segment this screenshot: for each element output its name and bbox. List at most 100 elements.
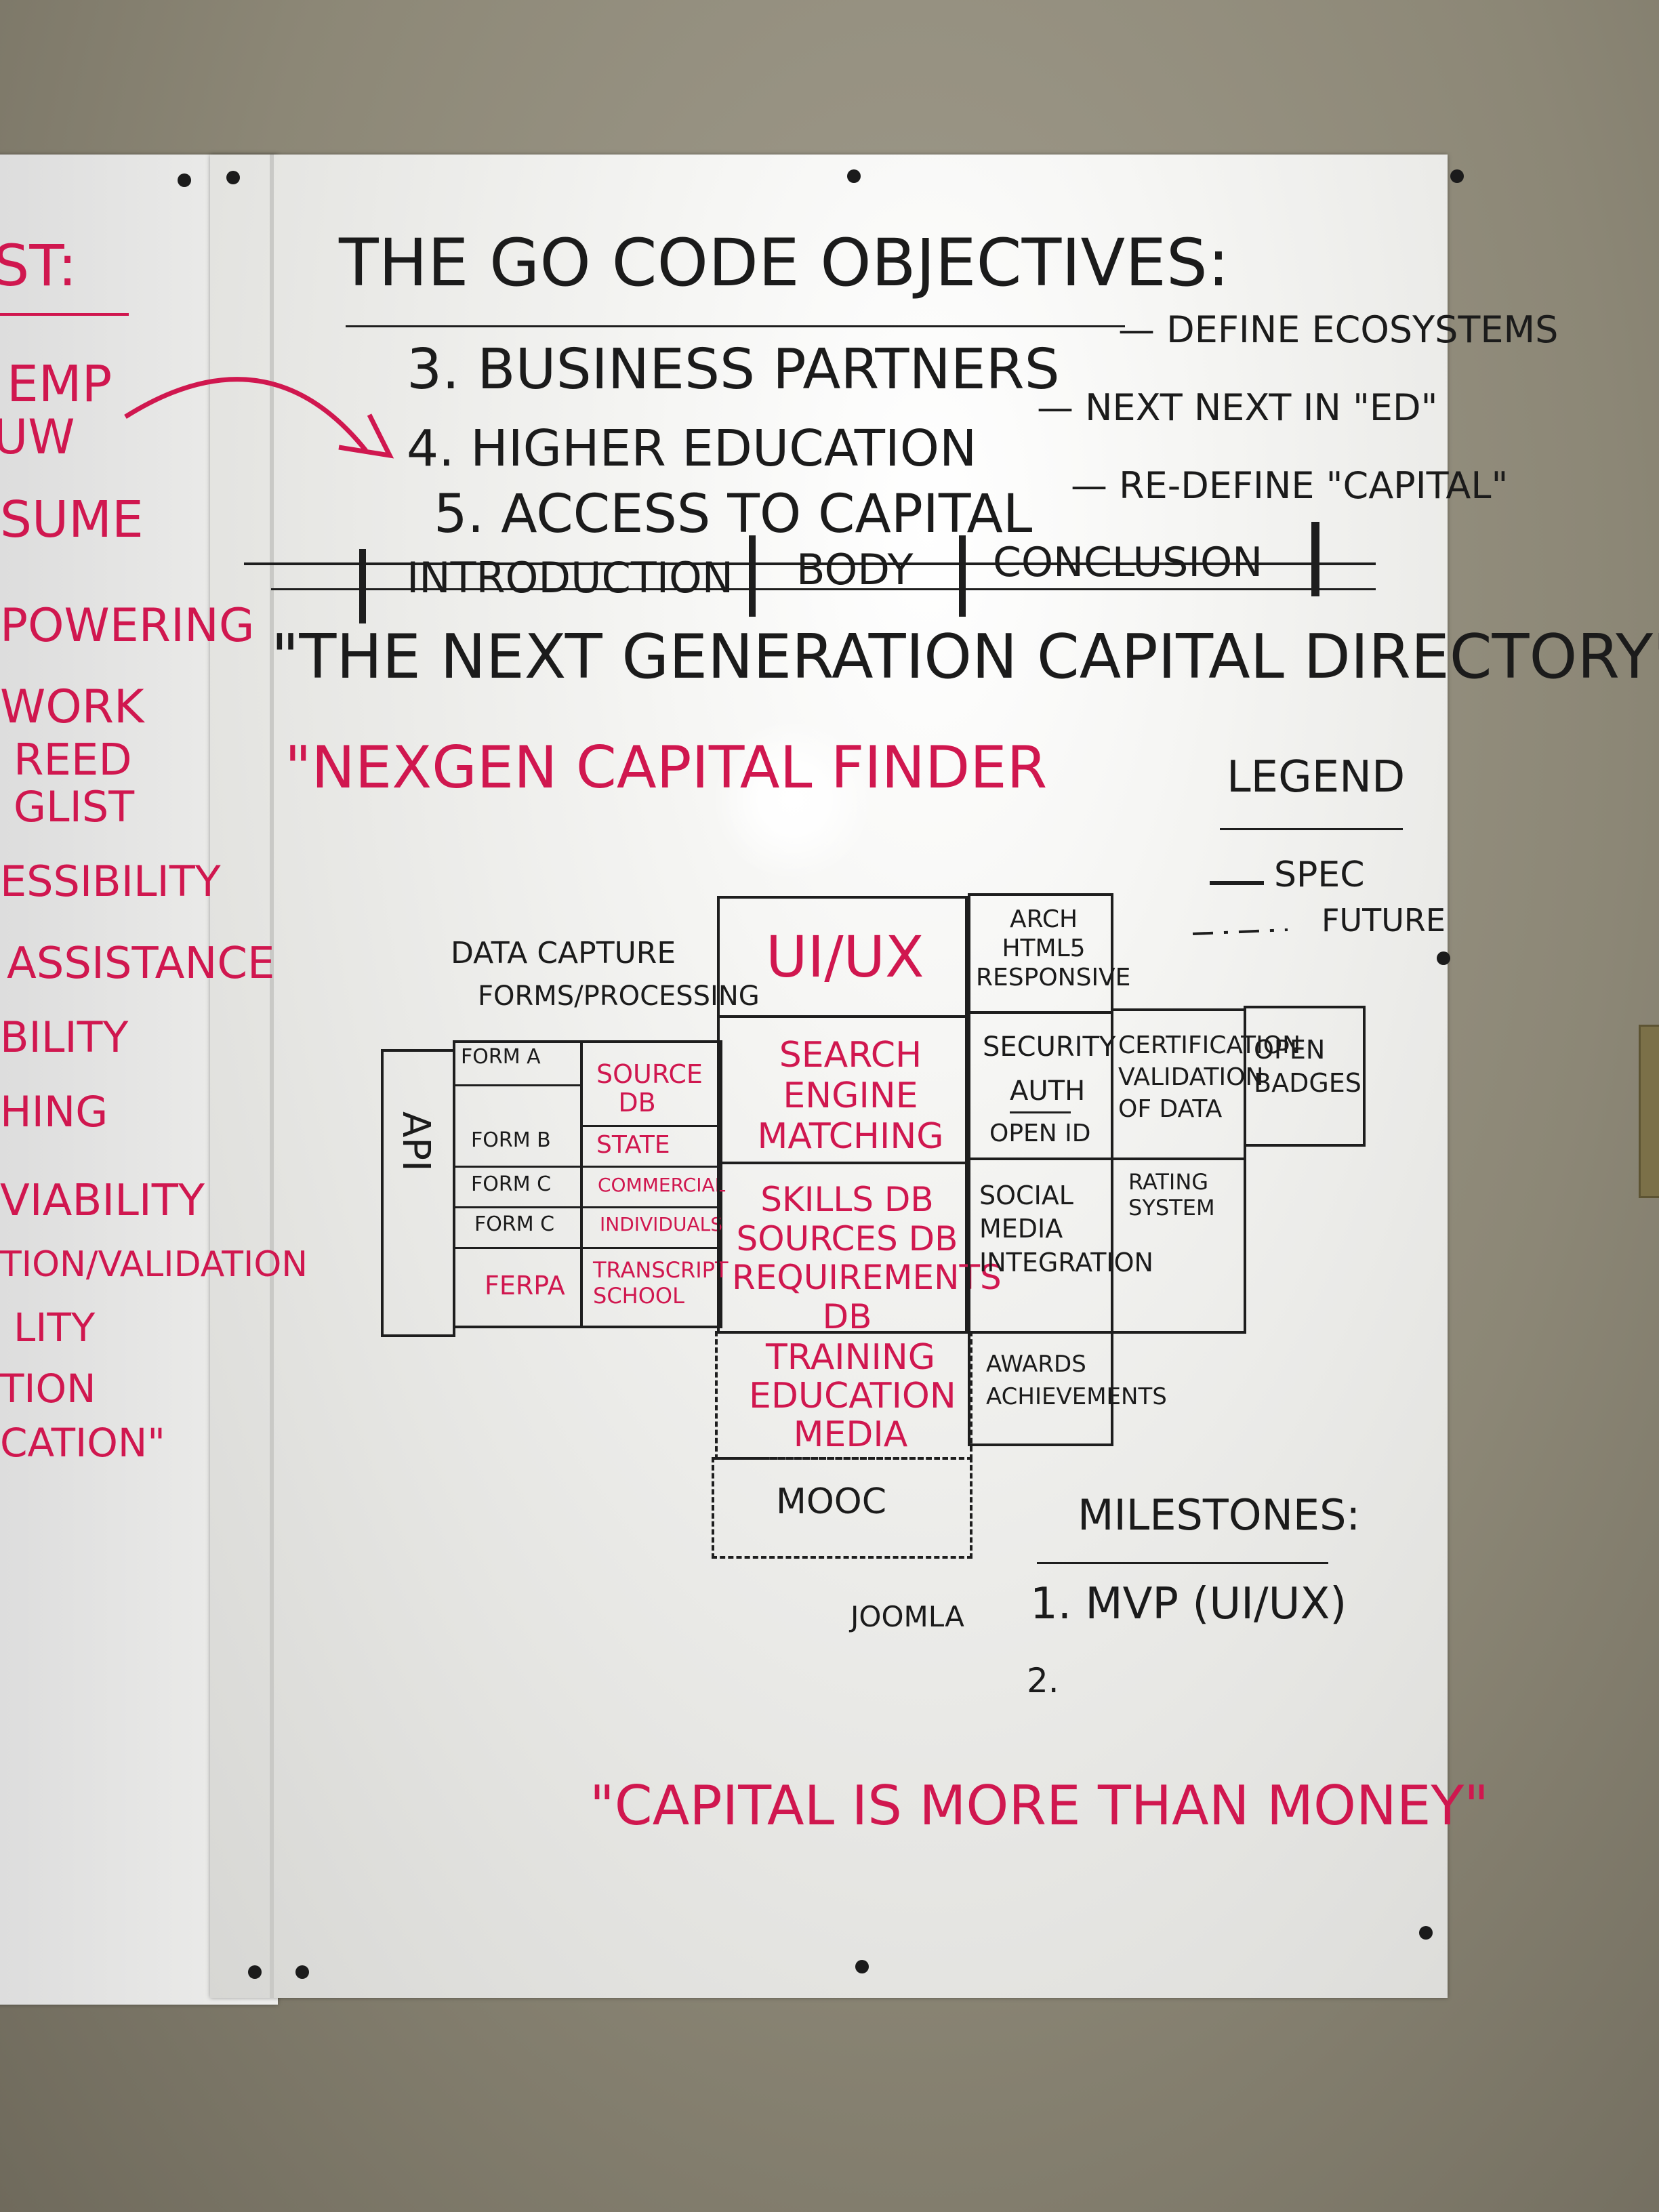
- search-label: SEARCH ENGINE MATCHING: [757, 1035, 944, 1157]
- left-list-item: WORK: [0, 680, 144, 734]
- source-item: INDIVIDUALS: [600, 1213, 723, 1235]
- transcript-label: TRANSCRIPT SCHOOL: [593, 1257, 729, 1309]
- light-switch: [1639, 1025, 1659, 1198]
- source-db-label: SOURCE DB: [596, 1059, 703, 1118]
- auth-label: AUTH: [1010, 1076, 1086, 1107]
- milestones-title: MILESTONES:: [1078, 1490, 1361, 1540]
- screw: [178, 173, 191, 187]
- objective-item: 4. HIGHER EDUCATION: [407, 419, 977, 478]
- screw: [1450, 169, 1464, 183]
- legend-underline: [1220, 828, 1403, 830]
- screw: [295, 1965, 309, 1979]
- ui-ux-label: UI/UX: [766, 924, 924, 990]
- source-db-box: [580, 1040, 722, 1328]
- security-label: SECURITY: [983, 1031, 1116, 1063]
- left-list-underline: [0, 313, 129, 316]
- product-name: "NEXGEN CAPITAL FINDER: [285, 734, 1048, 802]
- open-badges-label: OPEN BADGES: [1254, 1035, 1361, 1099]
- milestone-item: 1. MVP (UI/UX): [1030, 1579, 1347, 1629]
- forms-processing-label: FORMS/PROCESSING: [478, 981, 760, 1012]
- rating-label: RATING SYSTEM: [1128, 1169, 1215, 1221]
- structure-conclusion: CONCLUSION: [993, 539, 1263, 586]
- left-list-item: VIABILITY: [0, 1176, 205, 1226]
- structure-body: BODY: [796, 545, 914, 594]
- left-list-item: POWERING: [0, 599, 255, 653]
- mooc-box: [712, 1457, 972, 1559]
- milestone-item: 2.: [1027, 1661, 1059, 1700]
- left-list-item: ST:: [0, 232, 77, 299]
- openid-label: OPEN ID: [989, 1120, 1091, 1147]
- left-list-item: ESSIBILITY: [0, 857, 221, 906]
- forms-divider: [453, 1206, 583, 1208]
- source-item: STATE: [596, 1131, 670, 1159]
- left-list-item: SUME: [0, 491, 144, 549]
- objective-note: — DEFINE ECOSYSTEMS: [1118, 308, 1559, 351]
- source-item: COMMERCIAL: [598, 1174, 726, 1196]
- training-label: TRAINING EDUCATION MEDIA: [749, 1337, 956, 1456]
- auth-underline: [1010, 1111, 1071, 1113]
- structure-divider: [749, 535, 756, 617]
- screw: [1419, 1926, 1433, 1940]
- certification-label: CERTIFICATION VALIDATION OF DATA: [1118, 1031, 1301, 1123]
- api-box: [381, 1049, 455, 1337]
- awards-box: [968, 1331, 1113, 1446]
- forms-divider: [453, 1247, 583, 1249]
- main-whiteboard: [210, 155, 1448, 1998]
- api-label: API: [394, 1111, 438, 1172]
- source-divider: [580, 1206, 722, 1208]
- forms-divider: [453, 1166, 583, 1168]
- form-label: FORM C: [474, 1212, 555, 1236]
- legend-spec: SPEC: [1274, 855, 1365, 895]
- source-divider: [580, 1166, 722, 1168]
- objective-note: — RE-DEFINE "CAPITAL": [1071, 464, 1509, 507]
- left-list-item: EMP: [7, 355, 112, 413]
- objectives-title: THE GO CODE OBJECTIVES:: [339, 225, 1230, 301]
- legend-spec-line: [1210, 881, 1264, 885]
- screw: [847, 169, 861, 183]
- left-list-item: LITY: [14, 1305, 96, 1351]
- left-list-item: TION/VALIDATION: [0, 1244, 308, 1285]
- objective-note: — NEXT NEXT IN "ED": [1037, 386, 1438, 429]
- forms-divider: [453, 1084, 583, 1086]
- form-label: FORM C: [471, 1172, 552, 1196]
- skills-label: SKILLS DB SOURCES DB REQUIREMENTS DB: [732, 1180, 1002, 1336]
- legend-future: FUTURE: [1322, 902, 1446, 939]
- milestones-underline: [1037, 1562, 1328, 1564]
- left-list-item: ASSISTANCE: [7, 939, 275, 989]
- legend-title: LEGEND: [1227, 752, 1406, 802]
- ferpa-label: FERPA: [485, 1271, 565, 1300]
- objective-item: 3. BUSINESS PARTNERS: [407, 337, 1060, 402]
- form-label: FORM B: [471, 1128, 551, 1152]
- rating-box: [1111, 1158, 1246, 1334]
- structure-divider: [1311, 522, 1319, 596]
- social-label: SOCIAL MEDIA INTEGRATION: [979, 1181, 1153, 1277]
- structure-divider: [959, 535, 966, 617]
- light-glare: [712, 718, 874, 881]
- left-list-item: CATION": [0, 1420, 165, 1466]
- source-divider: [580, 1125, 722, 1127]
- tagline: "THE NEXT GENERATION CAPITAL DIRECTORY": [271, 621, 1659, 693]
- left-list-item: REED: [14, 735, 132, 785]
- slogan: "CAPITAL IS MORE THAN MONEY": [590, 1774, 1490, 1837]
- form-label: FORM A: [461, 1045, 541, 1069]
- left-list-item: HING: [0, 1087, 108, 1136]
- structure-introduction: INTRODUCTION: [407, 553, 734, 602]
- screw: [1437, 951, 1450, 965]
- left-list-item: UW: [0, 409, 75, 465]
- screw: [248, 1965, 262, 1979]
- structure-line-bottom: [271, 588, 1376, 590]
- title-underline: [346, 325, 1125, 327]
- structure-divider: [359, 549, 366, 623]
- left-list-item: GLIST: [14, 782, 135, 832]
- arch-label: ARCH HTML5 RESPONSIVE: [976, 905, 1131, 992]
- left-list-item: BILITY: [0, 1012, 129, 1062]
- structure-line-top: [244, 562, 1376, 565]
- source-divider: [580, 1247, 722, 1249]
- data-capture-label: DATA CAPTURE: [451, 936, 676, 970]
- open-badges-box: [1244, 1006, 1366, 1147]
- board-seam: [270, 155, 274, 1998]
- objective-item: 5. ACCESS TO CAPITAL: [434, 484, 1033, 545]
- screw: [226, 171, 240, 184]
- screw: [855, 1960, 869, 1973]
- awards-label: AWARDS ACHIEVEMENTS: [986, 1351, 1167, 1410]
